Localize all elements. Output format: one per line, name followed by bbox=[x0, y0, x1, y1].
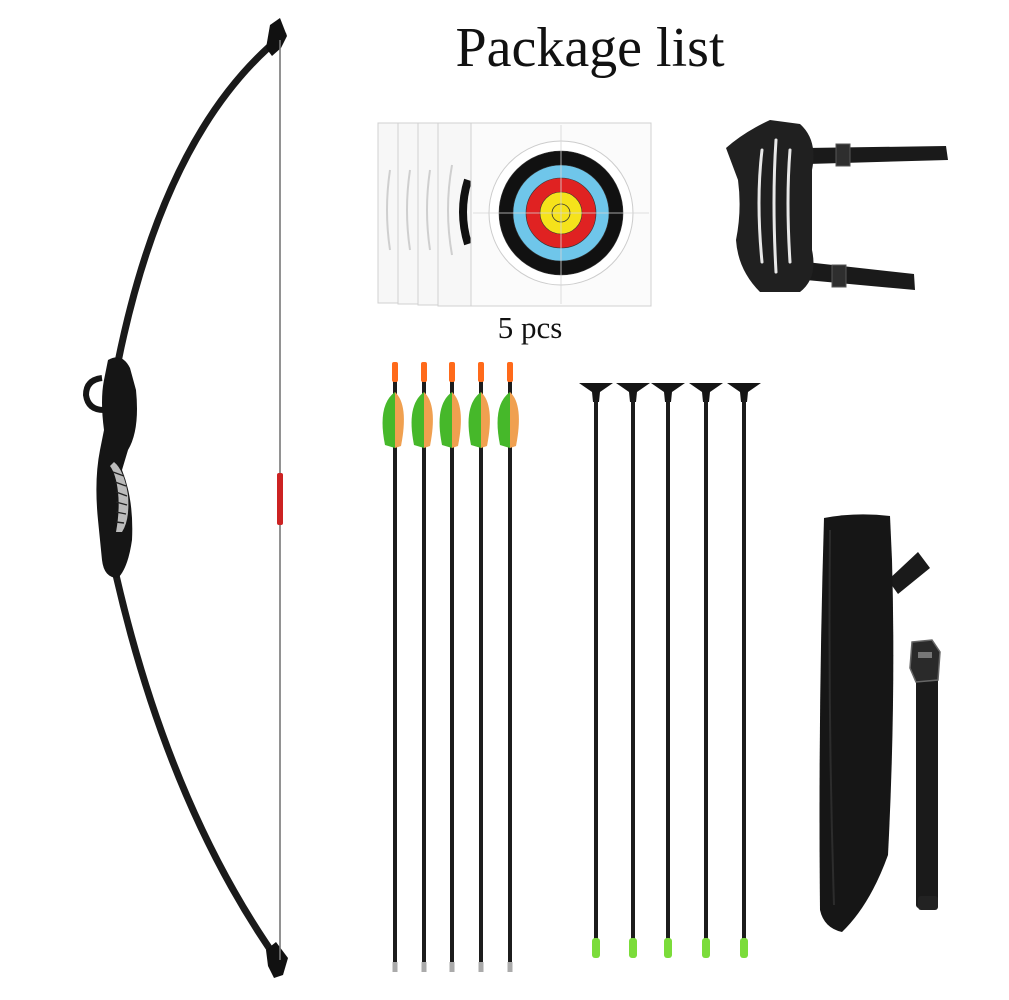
targets-caption: 5 pcs bbox=[497, 310, 563, 345]
arm-guard-strap-top bbox=[806, 146, 948, 164]
fletched-arrow bbox=[439, 362, 461, 972]
arrow-vane-green bbox=[439, 392, 452, 448]
arrow-nock bbox=[664, 938, 672, 958]
string-serving bbox=[277, 473, 283, 525]
quiver bbox=[819, 514, 930, 932]
arrow-nock bbox=[629, 938, 637, 958]
arrow-nock bbox=[592, 938, 600, 958]
suction-arrow bbox=[651, 383, 685, 958]
target-sheet-back-4-ring bbox=[459, 178, 472, 246]
quiver-seam bbox=[828, 529, 835, 906]
arrow-vane-orange bbox=[424, 392, 433, 448]
title: Package list bbox=[455, 17, 725, 79]
quiver-strap-buckle-slot bbox=[918, 652, 932, 658]
quiver-loop bbox=[888, 552, 930, 594]
grip-texture bbox=[112, 471, 128, 524]
arm-guard-strap-bottom bbox=[806, 262, 915, 290]
quiver-body bbox=[819, 514, 894, 932]
target-sheet-edges bbox=[386, 164, 453, 256]
target-faces bbox=[377, 122, 652, 307]
arrow-point bbox=[392, 962, 398, 972]
fletched-arrow bbox=[468, 362, 490, 972]
arm-guard-buckle-top bbox=[835, 143, 851, 167]
arrow-point bbox=[507, 962, 513, 972]
arrow-vane-orange bbox=[510, 392, 519, 448]
arrow-vane-orange bbox=[395, 392, 404, 448]
quiver-strap-tip bbox=[918, 896, 938, 910]
arrow-vane-green bbox=[468, 392, 481, 448]
arm-guard-body bbox=[726, 120, 814, 292]
suction-arrow bbox=[727, 383, 761, 958]
bow-lower-tip bbox=[266, 942, 288, 978]
arrow-vane-green bbox=[382, 392, 395, 448]
suction-cup bbox=[651, 383, 685, 402]
arrow-vane-green bbox=[497, 392, 510, 448]
arrow-point bbox=[449, 962, 455, 972]
arrow-point bbox=[478, 962, 484, 972]
arrow-vane-orange bbox=[452, 392, 461, 448]
arrow-nock bbox=[421, 362, 427, 382]
arrow-vane-green bbox=[411, 392, 424, 448]
suction-arrow bbox=[689, 383, 723, 958]
bow-lower-limb bbox=[112, 571, 285, 969]
suction-arrow bbox=[616, 383, 650, 958]
arrow-nock bbox=[507, 362, 513, 382]
arrow-nock bbox=[449, 362, 455, 382]
arrow-nock bbox=[702, 938, 710, 958]
bow-upper-limb bbox=[114, 31, 287, 366]
quiver-strap-band bbox=[916, 660, 938, 908]
fletched-arrows bbox=[382, 362, 519, 972]
fletched-arrow bbox=[497, 362, 519, 972]
bow-upper-tip bbox=[266, 18, 287, 56]
grip-panel bbox=[110, 462, 129, 532]
arrow-nock bbox=[740, 938, 748, 958]
arm-guard-vents bbox=[757, 138, 792, 274]
suction-cup bbox=[727, 383, 761, 402]
arrow-nock bbox=[392, 362, 398, 382]
fletched-arrow bbox=[382, 362, 404, 972]
recurve-bow bbox=[82, 18, 288, 978]
arm-guard bbox=[726, 120, 948, 292]
suction-arrow bbox=[579, 383, 613, 958]
arrow-point bbox=[421, 962, 427, 972]
arrow-nock bbox=[478, 362, 484, 382]
suction-cup bbox=[579, 383, 613, 402]
arm-guard-buckle-bottom bbox=[831, 264, 847, 288]
arrow-vane-orange bbox=[481, 392, 490, 448]
quiver-strap-buckle bbox=[909, 639, 941, 683]
suction-cup bbox=[689, 383, 723, 402]
arrow-rest bbox=[82, 375, 105, 413]
suction-cup bbox=[616, 383, 650, 402]
quiver-strap bbox=[909, 639, 941, 910]
fletched-arrow bbox=[411, 362, 433, 972]
suction-cup-arrows bbox=[579, 383, 761, 958]
